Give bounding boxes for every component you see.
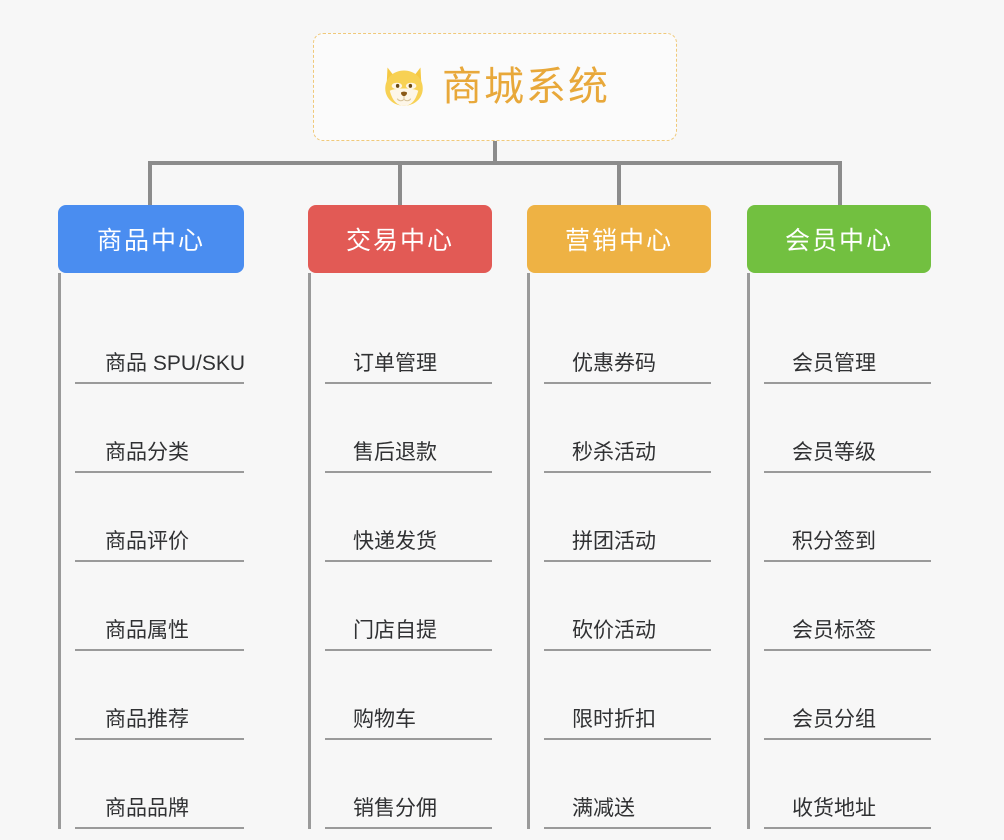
list-item[interactable]: 满减送 xyxy=(544,740,711,829)
list-item[interactable]: 会员标签 xyxy=(764,562,931,651)
list-item[interactable]: 秒杀活动 xyxy=(544,384,711,473)
category-box-member[interactable]: 会员中心 xyxy=(747,205,931,273)
leaf-label: 砍价活动 xyxy=(572,618,656,642)
list-item[interactable]: 快递发货 xyxy=(325,473,492,562)
list-item[interactable]: 限时折扣 xyxy=(544,651,711,740)
list-item[interactable]: 优惠券码 xyxy=(544,295,711,384)
connector-drop-col-3 xyxy=(617,161,621,207)
leaf-label: 销售分佣 xyxy=(353,796,437,820)
leaf-label: 优惠券码 xyxy=(572,351,656,375)
list-item[interactable]: 门店自提 xyxy=(325,562,492,651)
branch-column-trade: 交易中心 订单管理 售后退款 快递发货 门店自提 购物车 销售分佣 xyxy=(308,205,492,829)
category-label: 会员中心 xyxy=(784,227,893,255)
leaf-label: 门店自提 xyxy=(353,618,437,642)
leaf-label: 商品品牌 xyxy=(105,796,189,820)
leaf-label: 售后退款 xyxy=(353,440,437,464)
list-item[interactable]: 商品品牌 xyxy=(75,740,244,829)
leaf-label: 购物车 xyxy=(353,707,416,731)
category-box-trade[interactable]: 交易中心 xyxy=(308,205,492,273)
list-item[interactable]: 会员管理 xyxy=(764,295,931,384)
leaf-list-marketing: 优惠券码 秒杀活动 拼团活动 砍价活动 限时折扣 满减送 xyxy=(527,273,711,829)
category-box-marketing[interactable]: 营销中心 xyxy=(527,205,711,273)
list-item[interactable]: 商品属性 xyxy=(75,562,244,651)
list-item[interactable]: 会员等级 xyxy=(764,384,931,473)
list-item[interactable]: 拼团活动 xyxy=(544,473,711,562)
list-item[interactable]: 销售分佣 xyxy=(325,740,492,829)
connector-drop-col-2 xyxy=(398,161,402,207)
list-item[interactable]: 订单管理 xyxy=(325,295,492,384)
list-item[interactable]: 商品评价 xyxy=(75,473,244,562)
connector-root-stem xyxy=(493,141,497,165)
leaf-list-member: 会员管理 会员等级 积分签到 会员标签 会员分组 收货地址 xyxy=(747,273,931,829)
list-item[interactable]: 商品推荐 xyxy=(75,651,244,740)
leaf-label: 商品分类 xyxy=(105,440,189,464)
leaf-label: 限时折扣 xyxy=(572,707,656,731)
connector-drop-col-1 xyxy=(148,161,152,207)
leaf-label: 订单管理 xyxy=(353,351,437,375)
list-item[interactable]: 会员分组 xyxy=(764,651,931,740)
connector-bus xyxy=(148,161,842,165)
leaf-label: 会员管理 xyxy=(792,351,876,375)
leaf-label: 商品属性 xyxy=(105,618,189,642)
list-item[interactable]: 售后退款 xyxy=(325,384,492,473)
leaf-label: 满减送 xyxy=(572,796,635,820)
category-label: 营销中心 xyxy=(564,227,673,255)
root-title: 商城系统 xyxy=(442,65,610,109)
leaf-label: 商品推荐 xyxy=(105,707,189,731)
list-item[interactable]: 砍价活动 xyxy=(544,562,711,651)
leaf-label: 商品 SPU/SKU xyxy=(105,351,246,375)
list-item[interactable]: 商品分类 xyxy=(75,384,244,473)
branch-column-marketing: 营销中心 优惠券码 秒杀活动 拼团活动 砍价活动 限时折扣 满减送 xyxy=(527,205,711,829)
root-node-shop-system[interactable]: 商城系统 xyxy=(313,33,677,141)
leaf-label: 拼团活动 xyxy=(572,529,656,553)
branch-column-member: 会员中心 会员管理 会员等级 积分签到 会员标签 会员分组 收货地址 xyxy=(747,205,931,829)
list-item[interactable]: 收货地址 xyxy=(764,740,931,829)
category-label: 交易中心 xyxy=(345,227,454,255)
leaf-label: 会员标签 xyxy=(792,618,876,642)
leaf-label: 积分签到 xyxy=(792,529,876,553)
list-item[interactable]: 商品 SPU/SKU xyxy=(75,295,246,384)
branch-column-product: 商品中心 商品 SPU/SKU 商品分类 商品评价 商品属性 商品推荐 商品品牌 xyxy=(58,205,246,829)
shiba-dog-icon xyxy=(385,67,423,106)
leaf-label: 商品评价 xyxy=(105,529,189,553)
leaf-label: 收货地址 xyxy=(792,796,876,820)
leaf-label: 快递发货 xyxy=(353,529,437,553)
leaf-list-product: 商品 SPU/SKU 商品分类 商品评价 商品属性 商品推荐 商品品牌 xyxy=(58,273,246,829)
leaf-label: 会员分组 xyxy=(792,707,876,731)
leaf-label: 会员等级 xyxy=(792,440,876,464)
list-item[interactable]: 积分签到 xyxy=(764,473,931,562)
leaf-list-trade: 订单管理 售后退款 快递发货 门店自提 购物车 销售分佣 xyxy=(308,273,492,829)
leaf-label: 秒杀活动 xyxy=(572,440,656,464)
category-label: 商品中心 xyxy=(96,227,205,255)
connector-drop-col-4 xyxy=(838,161,842,207)
list-item[interactable]: 购物车 xyxy=(325,651,492,740)
category-box-product[interactable]: 商品中心 xyxy=(58,205,244,273)
